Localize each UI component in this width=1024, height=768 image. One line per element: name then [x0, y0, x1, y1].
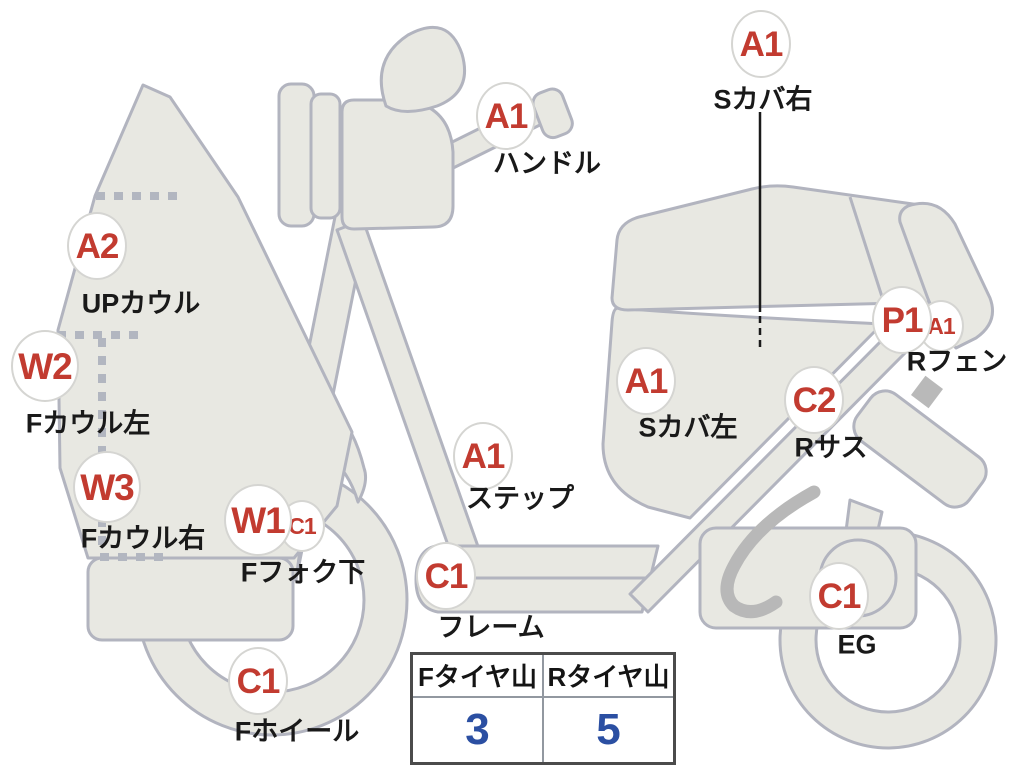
- marker-scover-right-label: Sカバ右: [713, 84, 813, 115]
- rear-tire-header: Rタイヤ山: [542, 652, 676, 698]
- headlight-rear-plate: [277, 82, 316, 228]
- handle-grip: [531, 87, 574, 140]
- marker-fcowl-right-badge: W3: [73, 451, 141, 523]
- marker-fcowl-right-label: Fカウル右: [80, 523, 206, 554]
- marker-step-badge: A1: [453, 422, 513, 490]
- muffler-pipe: [720, 485, 821, 619]
- marker-handle-label: ハンドル: [493, 148, 601, 179]
- lower-cowl: [86, 556, 295, 642]
- headlight-mid-plate: [309, 92, 342, 220]
- marker-ffork-lower-label: Fフォク下: [240, 557, 366, 588]
- marker-fwheel-label: Fホイール: [234, 716, 360, 747]
- rear-suspension-unit: [852, 389, 988, 509]
- marker-scover-right-badge: A1: [731, 10, 791, 78]
- marker-rfender-label: Rフェン: [906, 346, 1008, 377]
- marker-step-label: ステップ: [466, 483, 574, 514]
- marker-handle-badge: A1: [476, 82, 536, 150]
- marker-ffork-lower-badge: W1: [224, 484, 292, 556]
- seat-divider: [848, 196, 886, 304]
- rear-fender-flap: [898, 201, 994, 350]
- front-tire-header: Fタイヤ山: [410, 652, 544, 698]
- marker-rsus-label: Rサス: [794, 432, 868, 463]
- marker-scover-left-badge: A1: [616, 347, 676, 415]
- marker-fwheel-badge: C1: [228, 647, 288, 715]
- marker-rfender-badge-2: A1: [918, 300, 964, 352]
- body-side-cover: [601, 306, 884, 520]
- marker-fcowl-left-badge: W2: [11, 330, 79, 402]
- marker-engine-label: EG: [837, 629, 877, 660]
- marker-up-cowl-label: UPカウル: [81, 288, 201, 319]
- suspension-nub: [910, 375, 944, 409]
- marker-frame-label: フレーム: [437, 612, 545, 643]
- marker-frame-badge: C1: [416, 542, 476, 610]
- headlight-body: [340, 98, 455, 231]
- marker-engine-badge: C1: [809, 562, 869, 630]
- marker-rfender-badge: P1: [872, 286, 932, 354]
- front-tire-value: 3: [410, 696, 544, 765]
- mirror: [379, 25, 467, 113]
- marker-rsus-badge: C2: [784, 366, 844, 434]
- marker-up-cowl-badge: A2: [67, 212, 127, 280]
- marker-scover-left-label: Sカバ左: [638, 412, 738, 443]
- rear-tire-value: 5: [542, 696, 676, 765]
- marker-fcowl-left-label: Fカウル左: [25, 408, 151, 439]
- front-cowl: [56, 83, 354, 560]
- tire-tread-table: Fタイヤ山 Rタイヤ山 3 5: [410, 652, 676, 765]
